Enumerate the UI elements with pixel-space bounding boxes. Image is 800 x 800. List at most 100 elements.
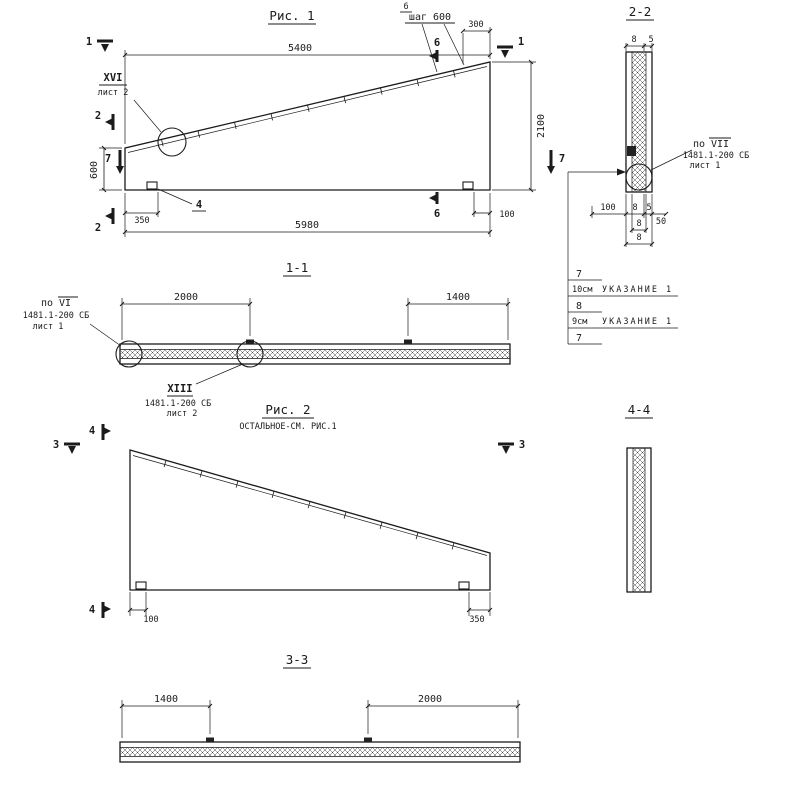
sec33-hatch bbox=[120, 747, 520, 757]
detail-circle-xiii bbox=[236, 340, 264, 368]
sec22-node-leader bbox=[650, 149, 693, 171]
figure-1: Рис. 1 5400 6 шаг 600 bbox=[86, 2, 565, 237]
callout-8: 8 bbox=[576, 301, 582, 312]
fig1-panel-outline bbox=[124, 61, 491, 191]
section-3-3: 3-3 1400 2000 bbox=[119, 652, 521, 763]
node-mark-7-left: 7 bbox=[105, 153, 111, 165]
detail-circle-xvi bbox=[157, 127, 187, 157]
fig1-slope-inner-line bbox=[127, 66, 488, 153]
section-4-4: 4-4 bbox=[625, 402, 653, 593]
fig2-section-marks: 3 3 4 4 bbox=[53, 424, 525, 618]
fig2-embed-plate-left bbox=[135, 581, 147, 590]
callout-note-2: УКАЗАНИЕ 1 bbox=[602, 317, 673, 327]
weld-callout-stack: 7 10см УКАЗАНИЕ 1 8 9см УКАЗАНИЕ 1 7 bbox=[567, 172, 678, 345]
section-1-1: 1-1 2000 1400 по VI 1481.1-200 СБ лист 1… bbox=[23, 260, 511, 419]
dim-350: 350 bbox=[134, 216, 149, 226]
sec22-embed-part bbox=[627, 146, 636, 156]
sec22-dim-5-top: 5 bbox=[648, 35, 653, 45]
detail-xiii-leader bbox=[195, 363, 244, 385]
sec22-dim-8-row2: 8 bbox=[636, 219, 641, 229]
sec22-node-doc: 1481.1-200 СБ bbox=[683, 151, 750, 161]
dim-100: 100 bbox=[499, 210, 514, 220]
callout-10cm: 10см bbox=[572, 285, 592, 295]
sec44-hatch bbox=[633, 448, 645, 592]
ref-4-label: 4 bbox=[196, 199, 202, 211]
section-mark-4-bottom: 4 bbox=[89, 604, 95, 616]
detail-xiii-sheet: лист 2 bbox=[167, 409, 198, 419]
fig2-dim-350: 350 bbox=[469, 615, 484, 625]
sec11-node-ref: по VI bbox=[41, 298, 71, 309]
sec22-dim-100: 100 bbox=[600, 203, 615, 213]
detail-xvi-leader bbox=[133, 99, 162, 133]
figure-2: Рис. 2 ОСТАЛЬНОЕ-СМ. РИС.1 3 3 bbox=[53, 402, 525, 625]
sec11-dim-2000: 2000 bbox=[174, 292, 198, 303]
fig2-embed-plate-right bbox=[458, 581, 470, 590]
sec22-dim-50: 50 bbox=[656, 217, 666, 227]
fig1-slope-anchors bbox=[161, 70, 456, 147]
item-6-label: 6 bbox=[403, 2, 408, 12]
sec11-node-leader bbox=[89, 323, 122, 347]
callout-9cm: 9см bbox=[572, 317, 587, 327]
ref-4-leader bbox=[157, 188, 193, 205]
dim-5980: 5980 bbox=[295, 220, 319, 231]
sec11-dimensions: 2000 1400 bbox=[119, 292, 511, 340]
section-mark-2-bottom: 2 bbox=[95, 222, 101, 234]
sec22-dim-8-mid: 8 bbox=[632, 203, 637, 213]
fig2-panel-outline bbox=[129, 449, 491, 591]
section-4-4-title: 4-4 bbox=[628, 402, 651, 417]
detail-xvi-sheet: лист 2 bbox=[98, 88, 129, 98]
sec22-dim-5-mid: 5 bbox=[646, 203, 651, 213]
sec22-node-ref: по VII bbox=[693, 139, 729, 150]
section-2-2: 2-2 8 5 по VII 1481.1-200 СБ лист 1 bbox=[568, 4, 749, 247]
callout-7b: 7 bbox=[576, 333, 582, 344]
fig2-dim-100: 100 bbox=[143, 615, 158, 625]
callout-7a: 7 bbox=[576, 269, 582, 280]
sec33-anchor-2 bbox=[364, 737, 372, 742]
section-mark-3-right: 3 bbox=[519, 439, 525, 451]
sec22-dim-8-top: 8 bbox=[631, 35, 636, 45]
section-mark-2-top: 2 bbox=[95, 110, 101, 122]
section-mark-1-left: 1 bbox=[86, 36, 92, 48]
section-mark-1-right: 1 bbox=[518, 36, 524, 48]
sec22-node-circle bbox=[625, 163, 653, 191]
sec33-anchor-1 bbox=[206, 737, 214, 742]
sec22-dim-8-row3: 8 bbox=[636, 233, 641, 243]
section-mark-4-top: 4 bbox=[89, 425, 95, 437]
step-600-label: шаг 600 bbox=[409, 12, 451, 23]
fig2-dimensions: 100 350 bbox=[127, 592, 493, 625]
sec11-node-doc: 1481.1-200 СБ bbox=[23, 311, 90, 321]
dim-5400: 5400 bbox=[288, 43, 312, 54]
sec11-anchor-2 bbox=[404, 339, 412, 344]
fig1-section-marks: 1 1 2 2 7 7 6 6 bbox=[86, 36, 565, 234]
sec11-node-circle-left bbox=[115, 340, 143, 368]
fig2-slope-inner-line bbox=[132, 455, 488, 556]
sec11-anchor-1 bbox=[246, 339, 254, 344]
detail-xiii-doc: 1481.1-200 СБ bbox=[145, 399, 212, 409]
section-2-2-title: 2-2 bbox=[629, 4, 652, 19]
sec33-dim-1400: 1400 bbox=[154, 694, 178, 705]
fig1-dimensions: 5400 6 шаг 600 300 2100 600 5980 bbox=[89, 2, 547, 237]
detail-xiii-label: XIII bbox=[167, 383, 192, 395]
fig1-embed-plate-left bbox=[146, 181, 158, 190]
callout-note-1: УКАЗАНИЕ 1 bbox=[602, 285, 673, 295]
node-mark-7-right: 7 bbox=[559, 153, 565, 165]
section-mark-3-left: 3 bbox=[53, 439, 59, 451]
fig2-slope-anchors bbox=[163, 460, 455, 550]
section-mark-6-bottom: 6 bbox=[434, 208, 440, 220]
sec22-bottom-dimensions: 100 8 5 50 8 8 bbox=[589, 194, 669, 247]
sec11-node-sheet: лист 1 bbox=[33, 322, 64, 332]
sec33-dim-2000: 2000 bbox=[418, 694, 442, 705]
sec33-dimensions: 1400 2000 bbox=[119, 694, 521, 738]
section-mark-6-top: 6 bbox=[434, 37, 440, 49]
sec11-hatch bbox=[120, 349, 510, 359]
sec22-hatch bbox=[632, 52, 646, 192]
section-3-3-title: 3-3 bbox=[286, 652, 309, 667]
section-1-1-title: 1-1 bbox=[286, 260, 309, 275]
dim-300: 300 bbox=[468, 20, 483, 30]
figure-1-title: Рис. 1 bbox=[269, 8, 314, 23]
detail-xvi-label: XVI bbox=[104, 72, 123, 84]
sec11-dim-1400: 1400 bbox=[446, 292, 470, 303]
figure-2-subtitle: ОСТАЛЬНОЕ-СМ. РИС.1 bbox=[239, 422, 336, 432]
fig1-embed-plate-right bbox=[462, 181, 474, 190]
